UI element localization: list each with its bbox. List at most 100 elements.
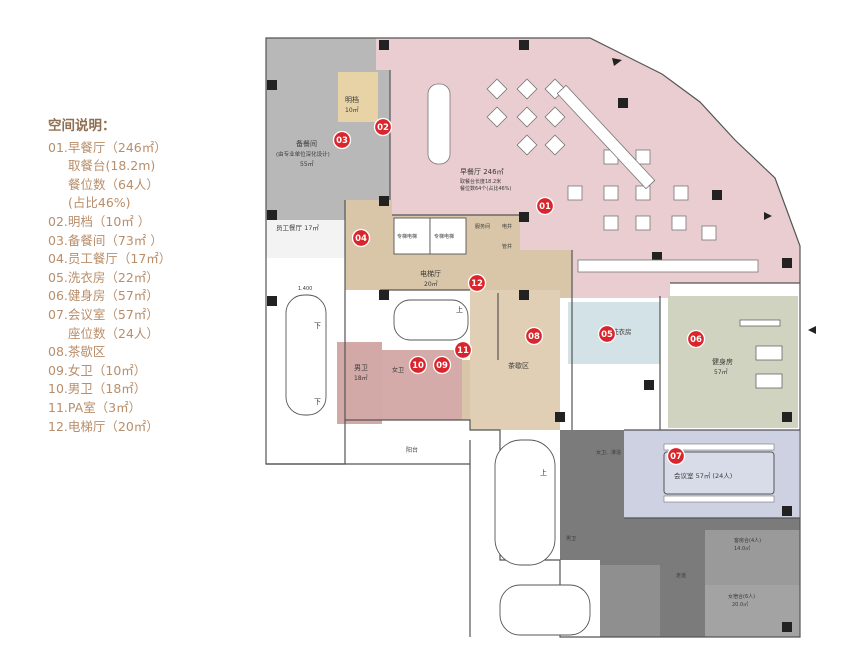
marker-circle: [373, 117, 393, 137]
buffet-counter: [427, 83, 451, 165]
dining-table: [603, 215, 619, 231]
legend-item: 餐位数（64人）: [68, 176, 159, 192]
marker-circle: [597, 324, 617, 344]
label-stair-down-a: 下: [314, 322, 321, 330]
marker-number: 02: [377, 123, 389, 133]
dining-table: [635, 185, 651, 201]
label-room-a-line1: 客房合(4人): [734, 537, 761, 544]
legend-item: 10.男卫（18㎡）: [48, 381, 147, 397]
dining-table: [603, 185, 619, 201]
label-breakfast-line1: 取餐台长度18.2米: [460, 178, 501, 185]
meeting-furniture: [663, 443, 775, 503]
label-stair-down-b: 下: [314, 398, 321, 406]
label-well-b: 管井: [502, 243, 512, 250]
marker-circle: [524, 326, 544, 346]
dorm-room-a: [705, 530, 800, 585]
dining-table: [516, 78, 538, 100]
dining-table: [544, 106, 566, 128]
label-laundry: 洗衣房: [612, 327, 632, 336]
legend-item: 08.茶歇区: [48, 344, 106, 360]
gym-area: [668, 296, 798, 428]
label-balcony: 阳台: [406, 446, 418, 454]
column: [379, 196, 389, 206]
marker-number: 03: [336, 136, 348, 146]
column: [618, 98, 628, 108]
dining-table: [635, 215, 651, 231]
arrow-marker: [808, 326, 816, 334]
label-prep-area: 55㎡: [300, 160, 314, 168]
column: [652, 252, 662, 262]
treadmill: [755, 345, 783, 361]
room-marker: 06: [686, 329, 706, 349]
column: [782, 506, 792, 516]
lift-shaft-b: [429, 217, 467, 255]
stairwell-lower: [499, 584, 591, 636]
legend-item: 06.健身房（57㎡）: [48, 288, 159, 304]
room-marker: 10: [408, 355, 428, 375]
marker-number: 07: [670, 452, 682, 462]
gym-equipment: [739, 319, 783, 389]
weight-rack: [739, 319, 781, 327]
label-mingdang-name: 明档: [345, 95, 359, 104]
label-meeting: 会议室 57㎡ (24人): [674, 471, 732, 480]
label-mingdang-area: 10㎡: [345, 106, 359, 114]
arrow-marker: [764, 212, 772, 220]
room-labels: 早餐厅 246㎡ 取餐台长度18.2米 餐位数64个(占比46%) 明档 10㎡…: [276, 95, 761, 608]
column-grid: [267, 40, 792, 632]
mingdang-area: [338, 72, 378, 122]
label-gym-name: 健身房: [712, 357, 733, 366]
legend-item: 11.PA室（3㎡）: [48, 399, 142, 415]
label-lift-b: 专梯电梯: [434, 233, 454, 240]
label-prep-name: 备餐间: [296, 139, 317, 148]
label-male-wc-name: 男卫: [354, 364, 368, 372]
marker-number: 10: [412, 361, 424, 371]
lift-shaft-a: [393, 217, 431, 255]
marker-circle: [332, 130, 352, 150]
label-female-wc: 女卫: [392, 366, 404, 374]
stairwell-center: [393, 299, 469, 341]
dining-table: [635, 149, 651, 165]
room-marker: 03: [332, 130, 352, 150]
marker-circle: [351, 228, 371, 248]
room-marker: 01: [535, 196, 555, 216]
label-tea-break: 茶歇区: [508, 361, 529, 370]
banquette-diagonal: [556, 84, 656, 190]
label-dimension: 1.400: [298, 286, 312, 292]
marker-number: 05: [601, 330, 613, 340]
label-stair-up-a: 上: [456, 305, 463, 314]
room-marker: 12: [467, 273, 487, 293]
label-breakfast-title: 早餐厅 246㎡: [460, 167, 504, 176]
column: [782, 412, 792, 422]
meeting-chairs-bottom: [663, 495, 775, 503]
legend-item: 02.明档（10㎡ ）: [48, 213, 151, 229]
column: [644, 380, 654, 390]
dining-table: [544, 134, 566, 156]
breakfast-hall-area: [376, 38, 800, 298]
marker-circle: [686, 329, 706, 349]
column: [379, 290, 389, 300]
label-corridor: 走道: [676, 572, 686, 579]
stairs-and-lifts: [285, 217, 591, 636]
legend-item: 03.备餐间（73㎡ ）: [48, 232, 163, 248]
label-wc-small-a: 男卫: [566, 536, 576, 542]
column: [519, 212, 529, 222]
column: [267, 80, 277, 90]
column: [555, 412, 565, 422]
label-lift-a: 专梯电梯: [397, 233, 417, 240]
marker-number: 11: [457, 346, 469, 356]
legend-item: (占比46%): [68, 195, 131, 211]
tea-break-area: [470, 290, 560, 430]
marker-number: 04: [355, 234, 367, 244]
column: [782, 258, 792, 268]
label-lift-hall-name: 电梯厅: [420, 269, 441, 278]
dining-table: [567, 185, 583, 201]
legend-item: 07.会议室（57㎡）: [48, 306, 159, 322]
label-gym-area: 57㎡: [714, 368, 728, 376]
room-marker: 08: [524, 326, 544, 346]
label-wc-small-b: 女卫、淋浴: [596, 449, 621, 456]
legend-item: 05.洗衣房（22㎡）: [48, 269, 159, 285]
room-marker: 09: [432, 355, 452, 375]
label-service: 服务间: [475, 223, 490, 230]
marker-circle: [467, 273, 487, 293]
